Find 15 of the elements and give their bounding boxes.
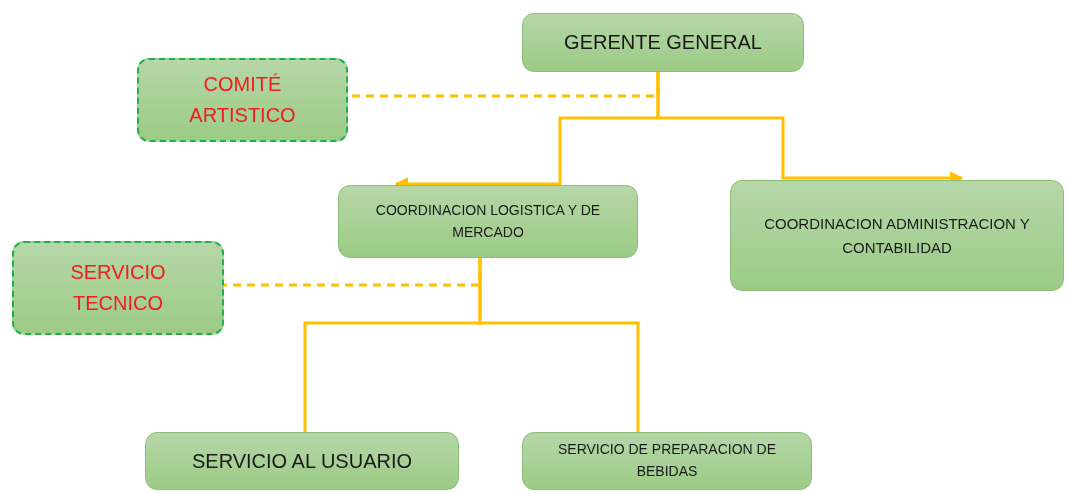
dashed-box [137, 58, 348, 142]
org-box [338, 185, 638, 258]
box-label: COMITÉ ARTISTICO [188, 72, 297, 128]
box-label: GERENTE GENERAL [564, 30, 762, 55]
org-box [730, 180, 1064, 291]
dashed-box [12, 241, 224, 335]
box-label: SERVICIO DE PREPARACION DE BEBIDAS [556, 440, 778, 481]
box-label: SERVICIO AL USUARIO [191, 448, 413, 474]
box-label: SERVICIO TECNICO [69, 260, 167, 316]
box-label: COORDINACION LOGISTICA Y DE MERCADO [374, 200, 602, 242]
connector-line [478, 258, 640, 432]
box-label: COORDINACION ADMINISTRACION Y CONTABILIDAD [763, 214, 1031, 258]
org-box [522, 432, 812, 490]
org-box [145, 432, 459, 490]
org-box [522, 13, 804, 72]
